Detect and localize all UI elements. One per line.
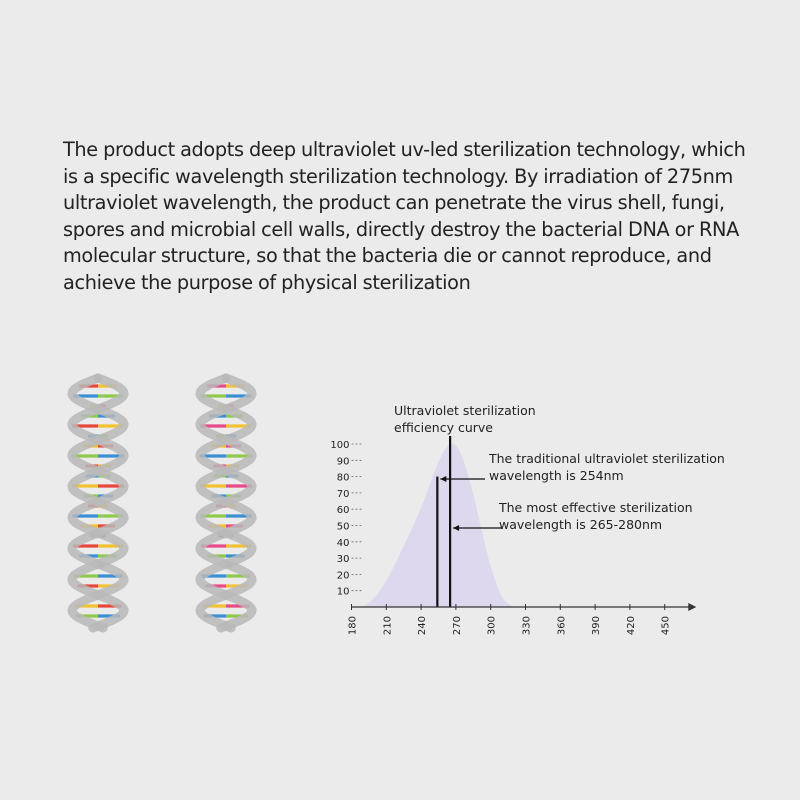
x-tick-label: 450 — [661, 616, 672, 635]
x-tick-label: 210 — [382, 616, 393, 635]
description-text: The product adopts deep ultraviolet uv-l… — [63, 138, 746, 294]
efficiency-curve-area — [363, 443, 514, 607]
y-tick-label: 100 — [330, 440, 349, 451]
annotation-arrow-head — [453, 525, 460, 531]
y-tick-label: 70 — [337, 489, 350, 500]
dna-double-helix-illustration — [67, 373, 257, 633]
x-tick-label: 390 — [591, 616, 602, 635]
y-tick-label: 80 — [337, 473, 350, 484]
x-tick-label: 270 — [452, 616, 463, 635]
chart-title-line: efficiency curve — [394, 420, 493, 435]
y-tick-label: 60 — [337, 505, 350, 516]
y-tick-label: 30 — [337, 554, 350, 565]
marker-annotation-line: The traditional ultraviolet sterilizatio… — [488, 451, 725, 466]
y-tick-label: 10 — [337, 587, 350, 598]
annotation-arrow-head — [440, 476, 447, 482]
y-tick-label: 20 — [337, 570, 350, 581]
chart-title-line: Ultraviolet sterilization — [394, 403, 536, 418]
y-tick-label: 50 — [337, 522, 350, 533]
y-tick-label: 40 — [337, 538, 350, 549]
marker-annotation-line: wavelength is 265-280nm — [499, 517, 662, 532]
x-tick-label: 330 — [522, 616, 533, 635]
dna-strand-2 — [195, 373, 257, 633]
x-tick-label: 180 — [348, 616, 359, 635]
marker-annotation-line: wavelength is 254nm — [489, 468, 624, 483]
x-tick-label: 420 — [626, 616, 637, 635]
x-tick-label: 300 — [487, 616, 498, 635]
dna-strand-2 — [67, 373, 129, 633]
dna-helix-1 — [67, 373, 129, 633]
x-tick-label: 360 — [556, 616, 567, 635]
y-tick-label: 90 — [337, 456, 350, 467]
x-tick-label: 240 — [417, 616, 428, 635]
x-axis-arrow — [688, 603, 697, 611]
dna-helix-2 — [195, 373, 257, 633]
marker-annotation-line: The most effective sterilization — [498, 500, 693, 515]
